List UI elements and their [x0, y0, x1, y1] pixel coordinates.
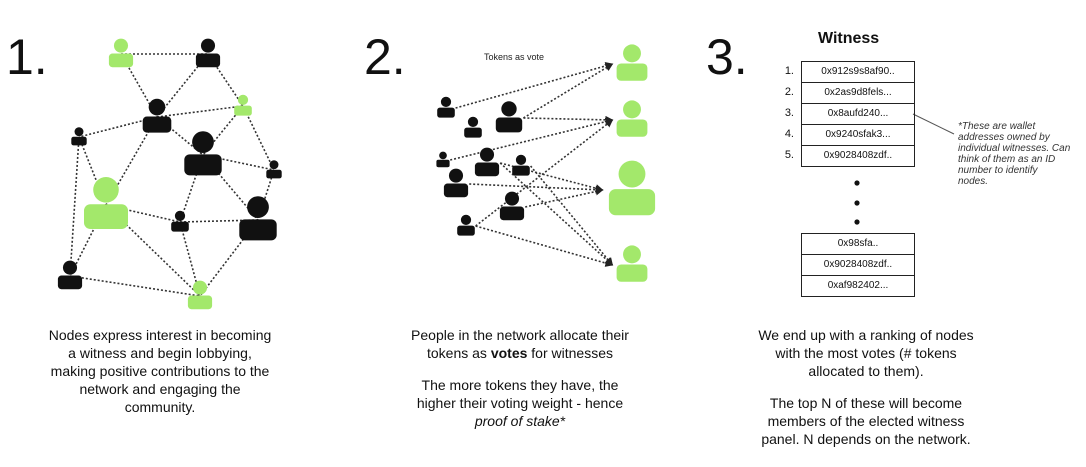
vote-arrow: [522, 63, 614, 119]
voter-icon: [495, 101, 523, 133]
candidate-node-icon: [234, 94, 252, 116]
witness-ranked-table: 0x912s9s8af90.. 0x2as9d8fels... 0x8aufd2…: [801, 61, 915, 167]
voter-icon: [443, 168, 469, 198]
ellipsis-dot: [854, 219, 860, 225]
witness-address-cell: 0x9028408zdf..: [823, 150, 893, 161]
votes-emphasis: votes: [490, 345, 528, 361]
connection-line: [207, 53, 244, 107]
step-2-caption: People in the network allocate their tok…: [411, 327, 629, 429]
candidate-node-icon: [84, 177, 128, 229]
candidate-node-icon: [187, 280, 213, 310]
network-node-icon: [184, 131, 222, 176]
network-node-icon: [71, 127, 87, 146]
tokens-as-vote-label: Tokens as vote: [484, 52, 545, 62]
wallet-address-note: *These are wallet addresses owned by ind…: [958, 121, 1071, 187]
witness-candidate-icon: [616, 100, 648, 137]
network-node-icon: [142, 98, 172, 133]
step-2-number: 2.: [364, 29, 406, 85]
witness-candidate-icon: [608, 160, 656, 216]
witness-address-cell: 0xaf982402...: [827, 280, 889, 291]
voter-icon: [512, 154, 530, 176]
step-3-number: 3.: [706, 29, 748, 85]
connection-line: [156, 105, 244, 118]
voters-and-witnesses: [436, 44, 656, 282]
witness-address-cell: 0x2as9d8fels...: [802, 83, 914, 104]
witness-address-cell: 0x8aufd240...: [802, 104, 914, 125]
voter-icon: [436, 151, 450, 168]
vote-arrow: [529, 165, 614, 266]
vote-arrow: [499, 162, 614, 266]
voter-icon: [437, 96, 455, 118]
voter-icon: [457, 214, 475, 236]
ellipsis-dot: [854, 200, 860, 206]
note-pointer-line: [912, 113, 955, 135]
connection-line: [69, 136, 80, 277]
ellipsis-dot: [854, 180, 860, 186]
connection-line: [69, 275, 201, 297]
vote-arrow: [455, 62, 614, 109]
network-nodes: [57, 38, 282, 310]
step-1-number: 1.: [6, 29, 48, 85]
voter-icon: [474, 147, 500, 177]
vote-arrow: [525, 187, 604, 208]
network-node-icon: [239, 196, 277, 241]
network-connections: [69, 53, 275, 297]
network-node-icon: [266, 160, 282, 179]
witness-rank-numbers: 1. 2. 3. 4. 5.: [784, 65, 794, 161]
witness-address-cell: 0x9028408zdf..: [802, 255, 914, 276]
witness-extras: [854, 113, 955, 225]
voter-icon: [464, 116, 482, 138]
witness-address-cell: 0x912s9s8af90..: [802, 62, 914, 83]
network-node-icon: [195, 38, 221, 68]
vote-arrows: [450, 62, 614, 267]
witness-candidate-icon: [616, 44, 648, 81]
voter-icon: [499, 191, 525, 221]
vote-arrow: [475, 119, 614, 227]
connection-line: [179, 221, 201, 297]
witness-address-cell: 0x98sfa..: [802, 234, 914, 255]
vote-arrow: [523, 115, 614, 124]
candidate-node-icon: [108, 38, 134, 68]
witness-lower-table: 0x98sfa.. 0x9028408zdf.. 0xaf982402...: [801, 233, 915, 297]
network-node-icon: [171, 210, 189, 232]
witness-title: Witness: [818, 30, 880, 47]
witness-address-cell: 0x9240sfak3...: [802, 125, 914, 146]
step-3-caption: We end up with a ranking of nodes with t…: [758, 327, 974, 447]
vote-arrow: [475, 225, 614, 267]
network-node-icon: [57, 260, 83, 290]
proof-of-stake-emphasis: proof of stake*: [474, 413, 566, 429]
witness-candidate-icon: [616, 245, 648, 282]
step-1-caption: Nodes express interest in becoming a wit…: [48, 327, 272, 415]
